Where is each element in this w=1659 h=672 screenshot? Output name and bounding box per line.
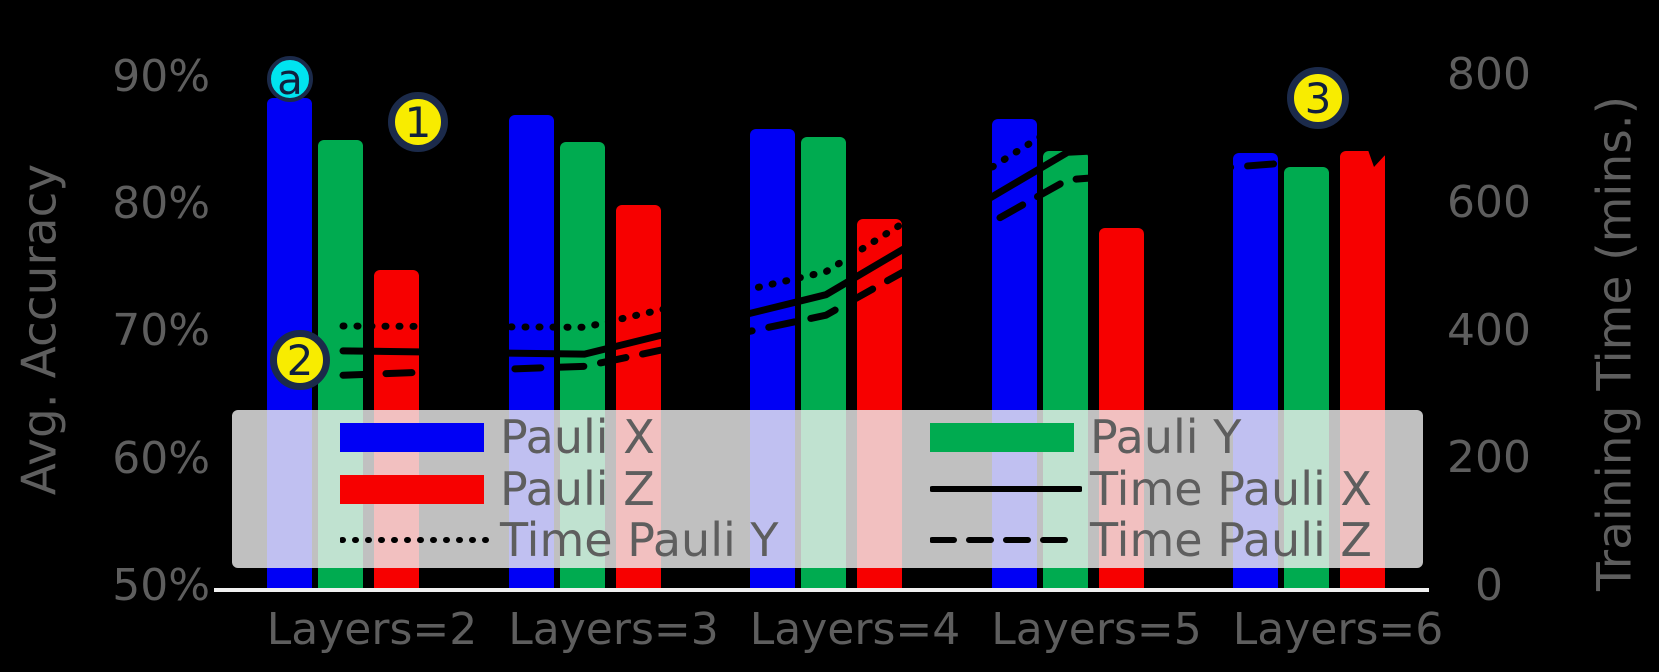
som-marker-2[interactable]: 2	[270, 330, 330, 390]
x-axis-baseline	[214, 588, 1429, 592]
left-tick-60: 60%	[112, 432, 210, 484]
right-axis-title: Training Time (mins.)	[1587, 95, 1643, 592]
red-bar-swatch	[340, 475, 484, 504]
x-tick-layers-4: Layers=4	[749, 604, 961, 655]
left-tick-50: 50%	[112, 560, 210, 611]
x-tick-layers-5: Layers=5	[991, 604, 1202, 655]
legend-label-time-pauli-y: Time Pauli Y	[500, 513, 779, 567]
som-marker-1[interactable]: 1	[388, 92, 448, 152]
legend-label-pauli-y: Pauli Y	[1090, 410, 1242, 464]
legend-label-pauli-x: Pauli X	[500, 410, 655, 464]
x-tick-layers-2: Layers=2	[266, 604, 478, 655]
x-tick-layers-3: Layers=3	[508, 604, 719, 655]
legend-label-pauli-z: Pauli Z	[500, 462, 655, 516]
right-tick-200: 200	[1447, 432, 1531, 484]
right-tick-600: 600	[1447, 176, 1531, 228]
legend-label-time-pauli-x: Time Pauli X	[1090, 462, 1372, 516]
som-marker-a[interactable]: a	[267, 55, 313, 104]
left-tick-70: 70%	[112, 305, 210, 357]
blue-bar-swatch	[340, 423, 484, 452]
left-tick-80: 80%	[112, 178, 210, 230]
right-tick-800: 800	[1447, 49, 1531, 100]
dashed-line-swatch	[930, 537, 1082, 543]
solid-line-swatch	[930, 486, 1082, 492]
dotted-line-swatch	[340, 537, 492, 543]
legend-label-time-pauli-z: Time Pauli Z	[1090, 513, 1372, 567]
som-marker-3[interactable]: 3	[1287, 67, 1349, 129]
right-tick-0: 0	[1475, 560, 1503, 611]
x-tick-layers-6: Layers=6	[1232, 604, 1444, 655]
green-bar-swatch	[930, 423, 1074, 452]
left-tick-90: 90%	[112, 50, 210, 102]
right-tick-400: 400	[1447, 304, 1531, 356]
